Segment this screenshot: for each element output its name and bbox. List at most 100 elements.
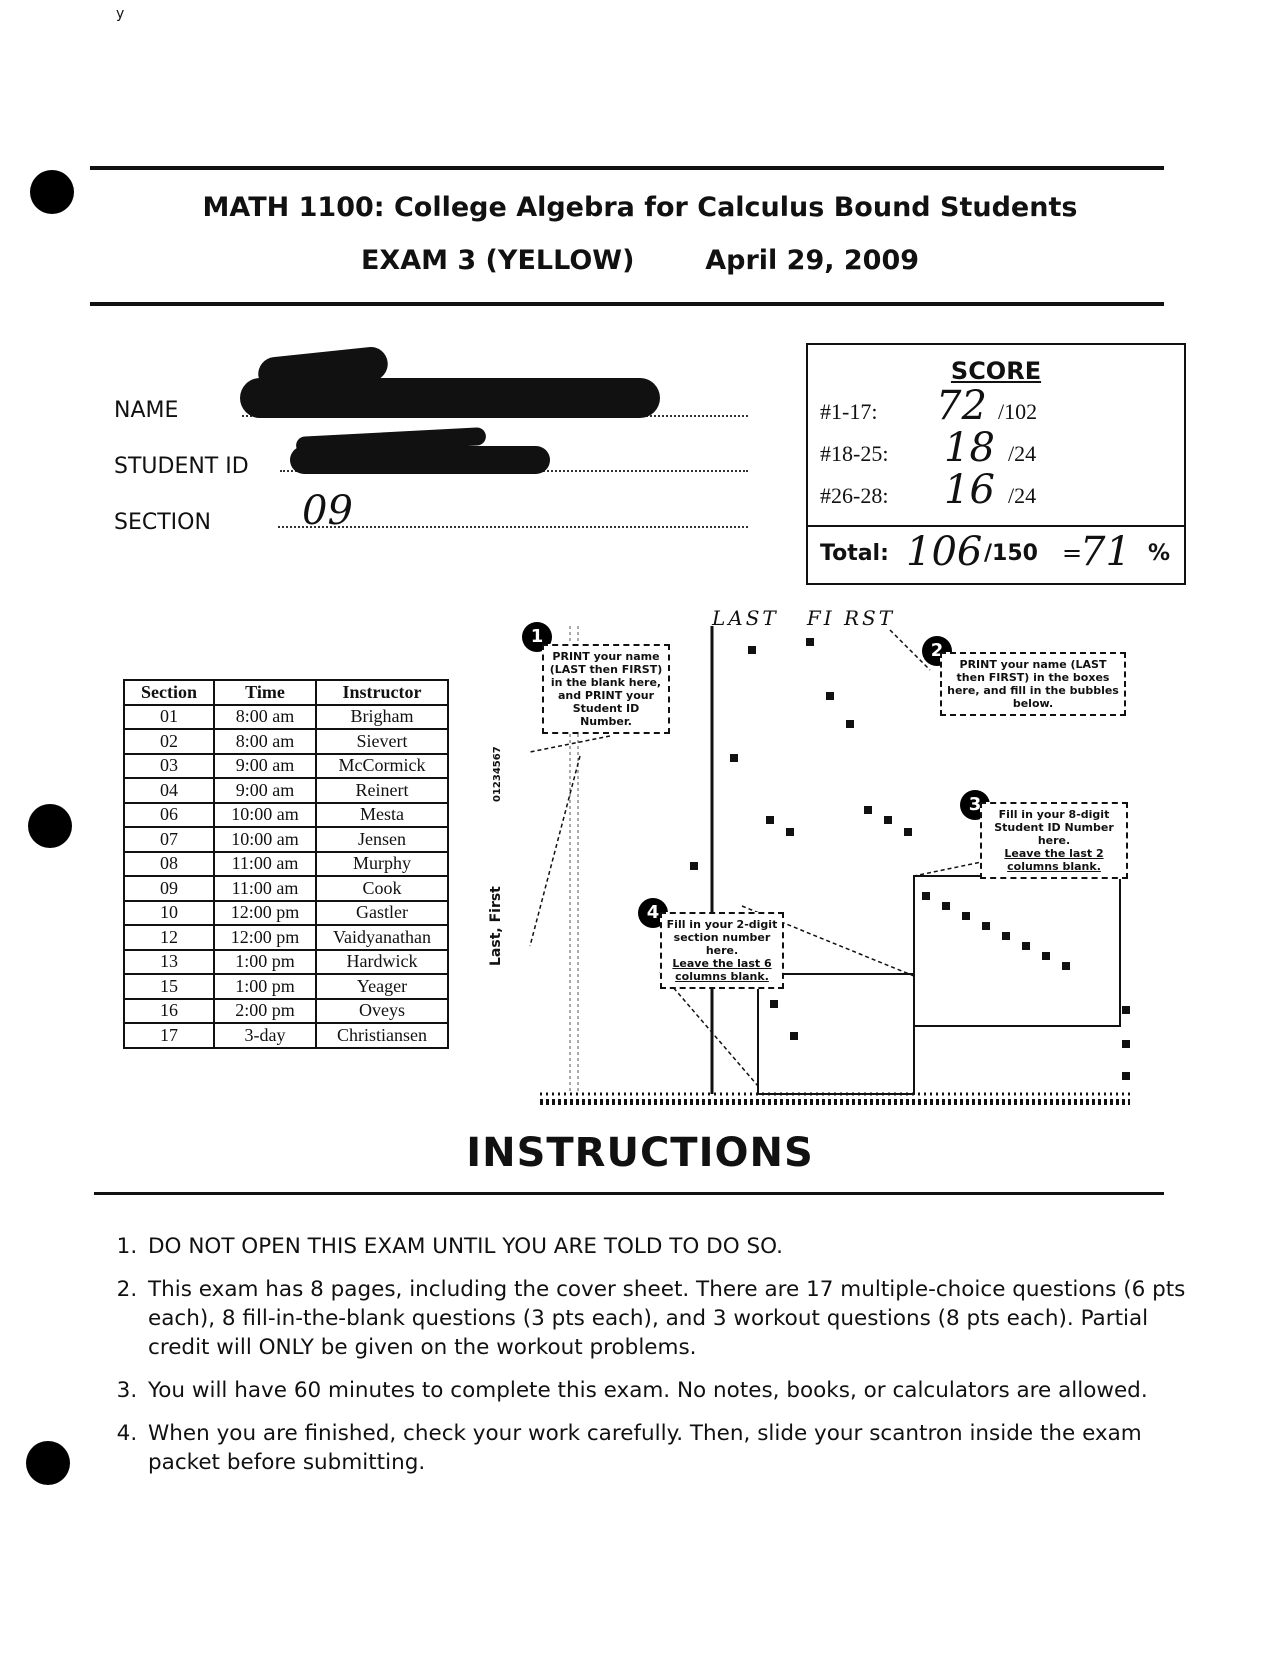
filled-bubble [748,646,756,654]
filled-bubble [962,912,970,920]
filled-bubble [1122,1072,1130,1080]
time-cell: 1:00 pm [213,948,317,975]
section-value: 09 [302,488,353,534]
filled-bubble [1042,952,1050,960]
section-label: SECTION [114,510,211,535]
time-cell: 9:00 am [213,777,317,804]
filled-bubble [864,806,872,814]
total-score: 106 [906,529,983,575]
time-cell: 12:00 pm [213,899,317,926]
time-cell: 1:00 pm [213,973,317,1000]
header-top-rule [90,166,1164,170]
total-max: /150 [984,541,1038,566]
time-cell: 11:00 am [213,875,317,902]
punch-hole-top [30,170,74,214]
time-cell: 9:00 am [213,752,317,779]
instructions-list: DO NOT OPEN THIS EXAM UNTIL YOU ARE TOLD… [112,1232,1214,1491]
student-id-label: STUDENT ID [114,454,249,479]
score-label-1: #1-17: [820,399,878,424]
filled-bubble [730,754,738,762]
callout-1: PRINT your name (LAST then FIRST) in the… [542,644,670,734]
percent-sign: % [1148,541,1171,566]
percent-value: 71 [1080,529,1131,575]
callout-3-note: Leave the last 2 columns blank. [1004,847,1104,873]
time-cell: 10:00 am [213,826,317,853]
callout-2-text: PRINT your name (LAST then FIRST) in the… [947,658,1119,710]
score-max-1: /102 [998,399,1038,424]
section-cell: 08 [123,850,215,877]
score-value-1: 72 [936,383,987,429]
instructor-cell: Jensen [315,826,449,853]
table-header: Instructor [315,679,449,706]
section-cell: 03 [123,752,215,779]
filled-bubble [904,828,912,836]
score-max-2: /24 [1008,441,1037,466]
instructor-cell: McCormick [315,752,449,779]
header-bottom-rule [90,302,1164,306]
callout-4-text: Fill in your 2-digit section number here… [666,918,778,957]
scantron-side-label: Last, First [488,886,504,966]
exam-date: April 29, 2009 [705,245,920,276]
score-title: SCORE [950,357,1042,385]
instructions-rule [94,1192,1164,1195]
filled-bubble [846,720,854,728]
filled-bubble [766,816,774,824]
instruction-item: When you are finished, check your work c… [144,1419,1214,1477]
instruction-item: This exam has 8 pages, including the cov… [144,1275,1214,1362]
filled-bubble [806,638,814,646]
filled-bubble [690,862,698,870]
instructor-cell: Murphy [315,850,449,877]
instructor-cell: Cook [315,875,449,902]
instructor-cell: Yeager [315,973,449,1000]
filled-bubble [942,902,950,910]
instructor-cell: Reinert [315,777,449,804]
filled-bubble [1122,1040,1130,1048]
percent-equals: = [1062,539,1083,567]
time-cell: 8:00 am [213,728,317,755]
filled-bubble [770,1000,778,1008]
name-label: NAME [114,398,179,423]
time-cell: 2:00 pm [213,997,317,1024]
filled-bubble [1122,1006,1130,1014]
time-cell: 8:00 am [213,703,317,730]
time-cell: 3-day [213,1022,317,1049]
callout-3: Fill in your 8-digit Student ID Number h… [980,802,1128,879]
section-cell: 01 [123,703,215,730]
section-field [278,526,748,528]
section-cell: 12 [123,924,215,951]
section-cell: 13 [123,948,215,975]
scantron-side-digits: 01234567 [492,746,503,802]
total-label: Total: [820,541,889,566]
instructor-cell: Brigham [315,703,449,730]
score-divider [808,525,1184,527]
section-cell: 02 [123,728,215,755]
instructor-cell: Sievert [315,728,449,755]
instructions-heading: INSTRUCTIONS [466,1130,814,1176]
table-header: Time [213,679,317,706]
score-value-2: 18 [944,425,995,471]
instructor-cell: Mesta [315,801,449,828]
instructor-cell: Christiansen [315,1022,449,1049]
scantron-diagram: LAST FI RST Last, First 01234567 1 PRINT… [488,606,1150,1116]
section-cell: 17 [123,1022,215,1049]
filled-bubble [922,892,930,900]
section-cell: 10 [123,899,215,926]
filled-bubble [786,828,794,836]
filled-bubble [790,1032,798,1040]
callout-4-note: Leave the last 6 columns blank. [672,957,772,983]
score-label-2: #18-25: [820,441,889,466]
section-cell: 09 [123,875,215,902]
table-header: Section [123,679,215,706]
exam-line: EXAM 3 (YELLOW) April 29, 2009 [0,245,1280,276]
redacted-name-scribble [240,378,660,418]
punch-hole-middle [28,804,72,848]
filled-bubble [884,816,892,824]
